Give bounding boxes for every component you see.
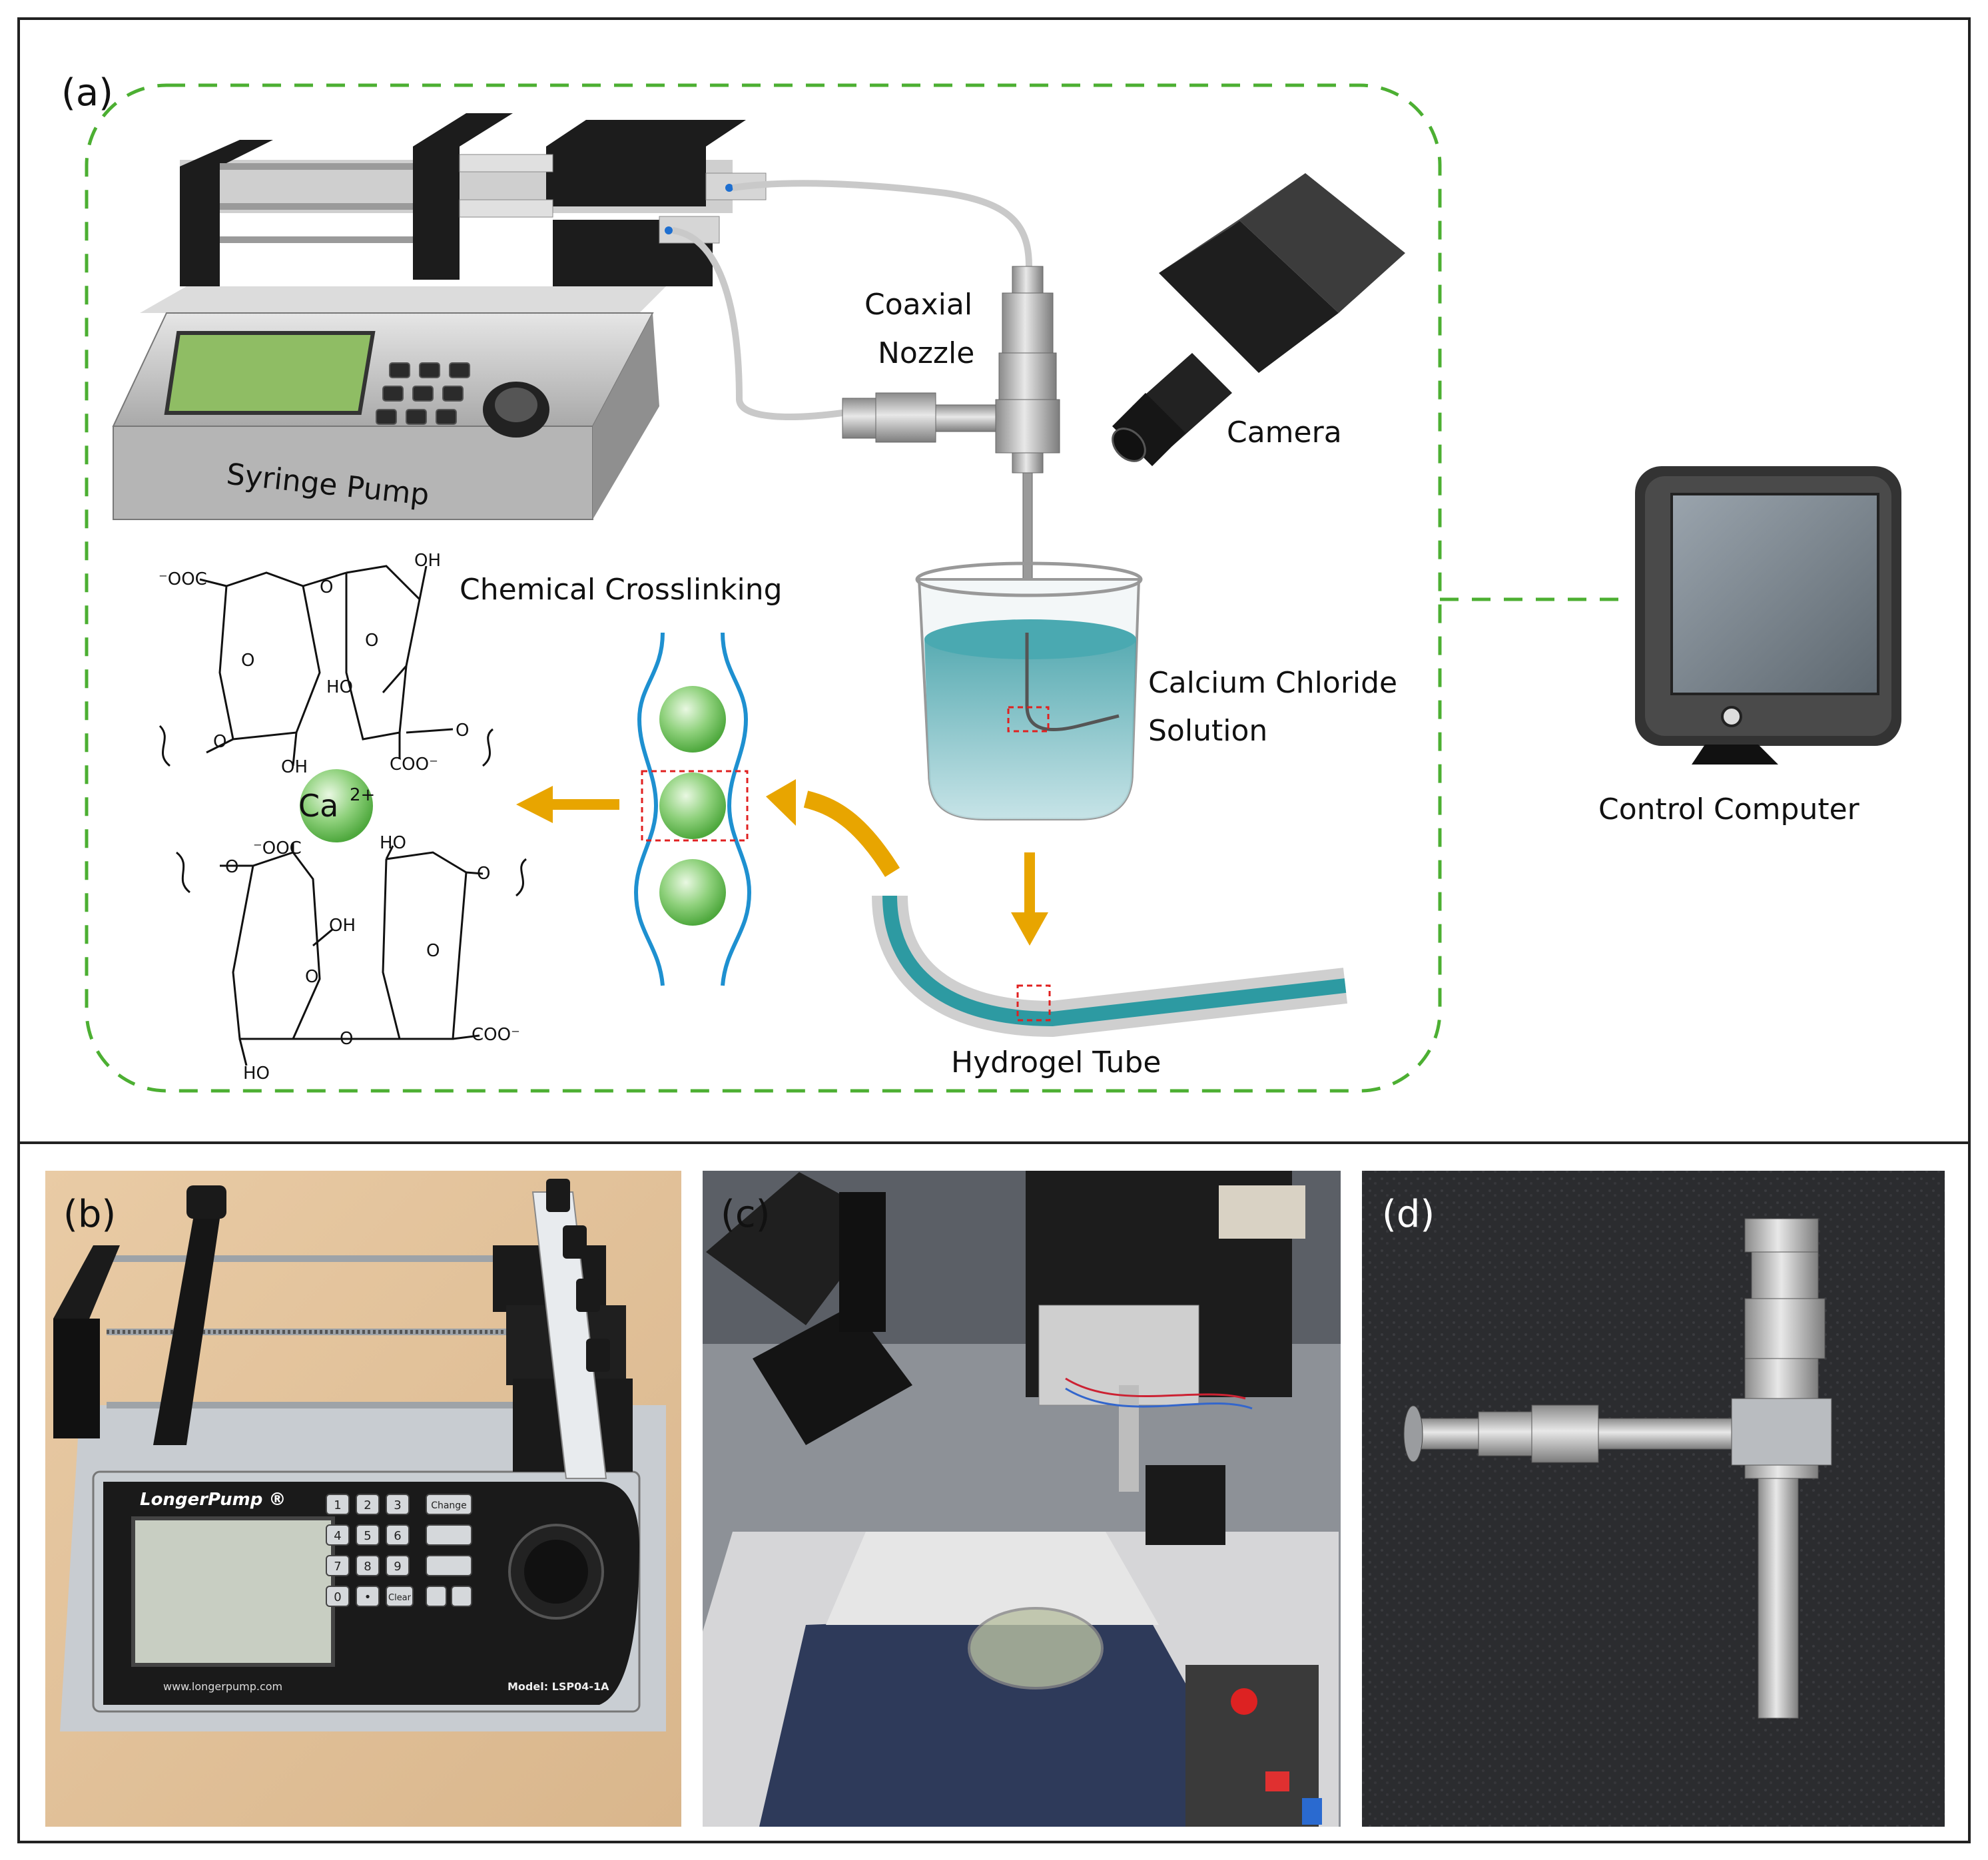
svg-text:COO⁻: COO⁻ <box>472 1025 520 1045</box>
svg-text:HO: HO <box>380 833 406 853</box>
svg-text:O: O <box>340 1029 353 1049</box>
calcium-chloride-label-1: Calcium Chloride <box>1148 666 1397 700</box>
calcium-chloride-label-2: Solution <box>1148 714 1267 748</box>
panel-d-nozzle-photo <box>1403 1218 1832 1719</box>
svg-text:O: O <box>305 967 318 987</box>
svg-text:8: 8 <box>364 1560 371 1574</box>
panel-a-letter: (a) <box>61 71 113 115</box>
svg-text:5: 5 <box>364 1529 371 1543</box>
beaker-highlight-box <box>1007 706 1050 733</box>
svg-text:1: 1 <box>334 1498 341 1512</box>
svg-text:Ca: Ca <box>298 788 338 824</box>
panel-c: (c) <box>703 1171 1341 1827</box>
pump-model: Model: LSP04-1A <box>507 1680 609 1693</box>
tubing-lower <box>672 227 843 420</box>
svg-text:O: O <box>320 577 333 597</box>
hydrogel-tube-illustration <box>872 895 1348 1038</box>
panel-c-letter: (c) <box>721 1193 770 1236</box>
svg-text:HO: HO <box>243 1064 270 1084</box>
svg-text:7: 7 <box>334 1560 341 1574</box>
alginate-labels: ⁻OOC OH HO OH COO⁻ ⁻OOC HO OH HO COO⁻ O … <box>159 551 520 1084</box>
svg-text:O: O <box>456 721 469 741</box>
svg-text:HO: HO <box>326 677 353 697</box>
svg-text:O: O <box>426 941 440 961</box>
svg-text:O: O <box>477 864 490 884</box>
svg-text:6: 6 <box>394 1529 401 1543</box>
crosslinking-highlight-box <box>641 770 749 842</box>
svg-text:Clear: Clear <box>388 1593 412 1603</box>
control-computer-label: Control Computer <box>1598 792 1860 826</box>
svg-text:2+: 2+ <box>350 785 375 805</box>
chemical-crosslinking-label: Chemical Crosslinking <box>460 573 783 607</box>
hydrogel-tube-label: Hydrogel Tube <box>951 1046 1161 1080</box>
svg-text:•: • <box>364 1590 372 1604</box>
svg-text:O: O <box>241 651 254 671</box>
svg-text:⁻OOC: ⁻OOC <box>159 569 207 589</box>
syringe-pump-illustration: Syringe Pump <box>112 113 767 520</box>
camera-illustration <box>1112 173 1405 466</box>
svg-text:2: 2 <box>364 1498 371 1512</box>
panel-b-letter: (b) <box>63 1193 116 1236</box>
svg-text:0: 0 <box>334 1590 341 1604</box>
svg-text:9: 9 <box>394 1560 401 1574</box>
panel-d: (d) <box>1362 1171 1945 1827</box>
panel-c-setup-photo <box>703 1171 1341 1827</box>
alginate-structure <box>159 565 527 1066</box>
control-computer-illustration <box>1635 466 1901 765</box>
tubing-upper <box>732 180 1032 267</box>
tube-highlight-box <box>1016 984 1051 1022</box>
panel-d-letter: (d) <box>1382 1193 1435 1236</box>
svg-text:O: O <box>213 732 226 752</box>
svg-text:COO⁻: COO⁻ <box>390 755 438 775</box>
arrow-left <box>516 786 619 823</box>
coaxial-nozzle-illustration <box>842 266 1060 633</box>
panel-d-photo <box>1362 1171 1945 1827</box>
svg-text:O: O <box>225 857 238 877</box>
arrow-curved <box>766 779 900 877</box>
svg-text:3: 3 <box>394 1498 401 1512</box>
calcium-ion: Ca 2+ <box>298 769 375 842</box>
camera-label: Camera <box>1227 416 1342 450</box>
crosslinking-illustration <box>633 632 752 986</box>
panel-b-pump-photo: LongerPump ® www.longerpump.com Model: L… <box>53 1179 666 1731</box>
svg-text:Change: Change <box>431 1500 467 1511</box>
svg-text:⁻OOC: ⁻OOC <box>253 838 302 858</box>
pump-url: www.longerpump.com <box>163 1680 282 1693</box>
coaxial-nozzle-label-2: Nozzle <box>878 336 974 370</box>
svg-text:OH: OH <box>329 916 356 936</box>
svg-text:O: O <box>365 631 378 651</box>
arrow-down <box>1011 852 1048 946</box>
beaker-illustration <box>915 561 1143 820</box>
panel-a: (a) <box>17 17 1971 1144</box>
svg-text:OH: OH <box>281 757 308 777</box>
coaxial-nozzle-label-1: Coaxial <box>864 288 972 322</box>
svg-text:4: 4 <box>334 1529 341 1543</box>
pump-brand: LongerPump ® <box>140 1490 286 1510</box>
svg-text:OH: OH <box>414 551 441 571</box>
system-boundary <box>85 83 1442 1093</box>
